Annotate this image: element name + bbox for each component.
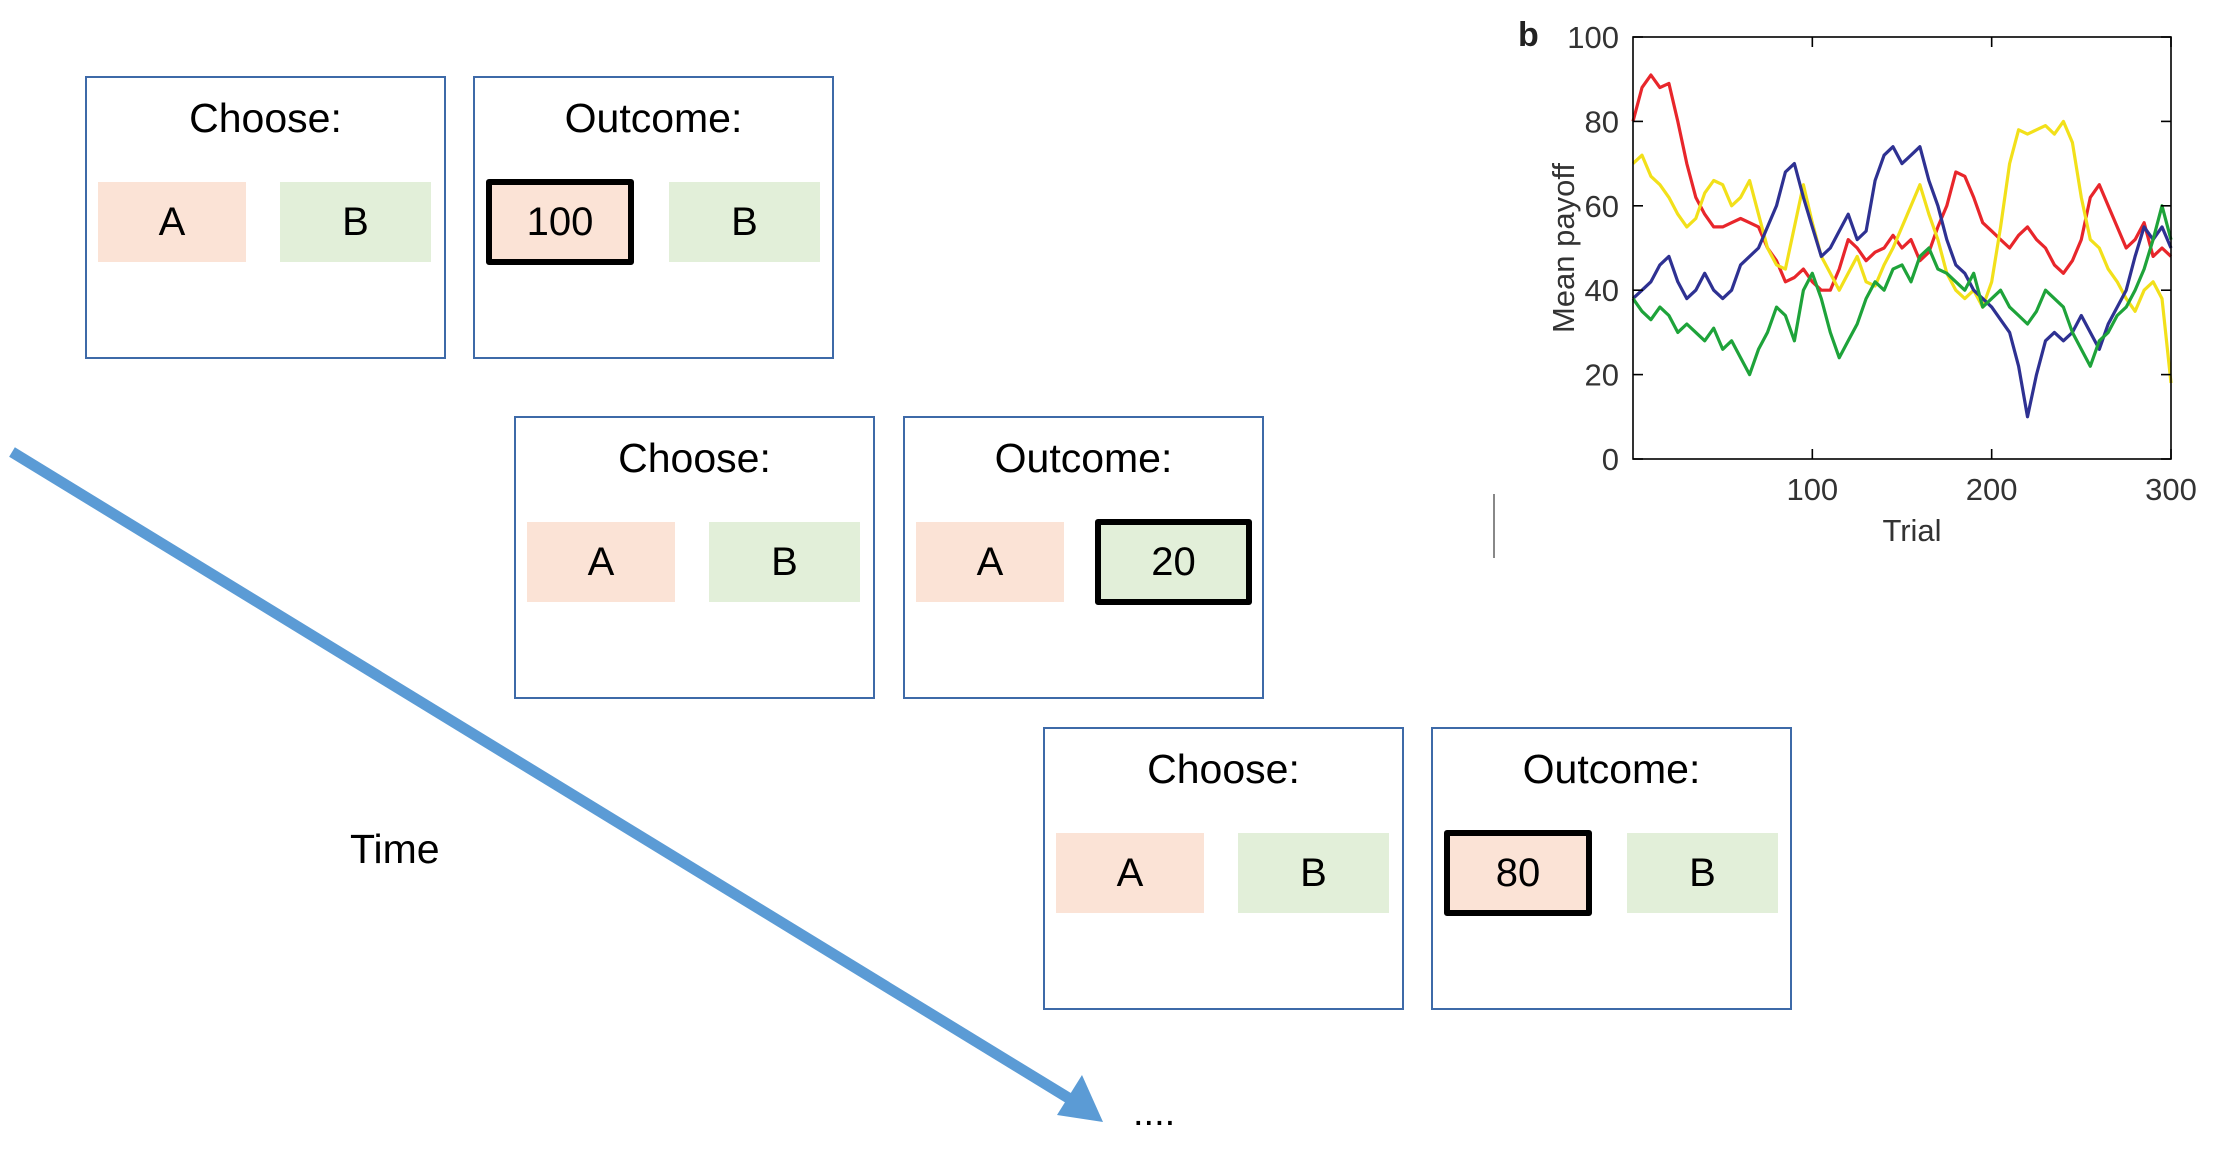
option-b[interactable]: B bbox=[1238, 833, 1389, 913]
y-tick-label: 0 bbox=[1602, 442, 1619, 477]
outcome-option-b: B bbox=[1627, 833, 1778, 913]
time-arrow-shaft bbox=[9, 447, 1078, 1107]
time-arrow-head bbox=[1057, 1075, 1103, 1122]
x-tick-label: 200 bbox=[1966, 472, 2018, 507]
y-tick-label: 60 bbox=[1585, 189, 1619, 224]
ellipsis: .... bbox=[1133, 1092, 1176, 1134]
trial-1-outcome-panel: Outcome: 100 B bbox=[473, 76, 834, 359]
option-b[interactable]: B bbox=[280, 182, 431, 262]
plot-frame bbox=[1632, 36, 2172, 460]
y-axis-label: Mean payoff bbox=[1546, 163, 1581, 333]
outcome-option-a-selected: 80 bbox=[1444, 830, 1592, 916]
option-b[interactable]: B bbox=[709, 522, 860, 602]
y-tick-label: 80 bbox=[1585, 104, 1619, 139]
choose-title: Choose: bbox=[189, 95, 342, 141]
time-label: Time bbox=[350, 826, 440, 872]
trial-1-choose-panel: Choose: A B bbox=[85, 76, 446, 359]
trial-2-outcome-panel: Outcome: A 20 bbox=[903, 416, 1264, 699]
series-line-4 bbox=[1631, 204, 2173, 377]
divider-line bbox=[1493, 494, 1495, 558]
y-tick-label: 20 bbox=[1585, 358, 1619, 393]
choose-title: Choose: bbox=[1147, 746, 1300, 792]
series-line-2 bbox=[1631, 119, 2173, 384]
trial-3-choose-panel: Choose: A B bbox=[1043, 727, 1404, 1010]
outcome-option-b: B bbox=[669, 182, 820, 262]
outcome-title: Outcome: bbox=[1522, 746, 1701, 792]
option-a[interactable]: A bbox=[527, 522, 675, 602]
option-a[interactable]: A bbox=[1056, 833, 1204, 913]
panel-letter: b bbox=[1518, 16, 1539, 54]
option-a[interactable]: A bbox=[98, 182, 246, 262]
outcome-title: Outcome: bbox=[564, 95, 743, 141]
x-tick-label: 300 bbox=[2145, 472, 2197, 507]
trial-2-choose-panel: Choose: A B bbox=[514, 416, 875, 699]
x-axis-label: Trial bbox=[1882, 513, 1941, 548]
outcome-option-a: A bbox=[916, 522, 1064, 602]
y-tick-label: 40 bbox=[1585, 273, 1619, 308]
x-tick-label: 100 bbox=[1786, 472, 1838, 507]
y-tick-label: 100 bbox=[1567, 20, 1619, 55]
outcome-title: Outcome: bbox=[994, 435, 1173, 481]
trial-3-outcome-panel: Outcome: 80 B bbox=[1431, 727, 1792, 1010]
outcome-option-b-selected: 20 bbox=[1095, 519, 1252, 605]
series-line-3 bbox=[1631, 145, 2173, 419]
outcome-option-a-selected: 100 bbox=[486, 179, 634, 265]
series-line-1 bbox=[1631, 73, 2173, 292]
choose-title: Choose: bbox=[618, 435, 771, 481]
